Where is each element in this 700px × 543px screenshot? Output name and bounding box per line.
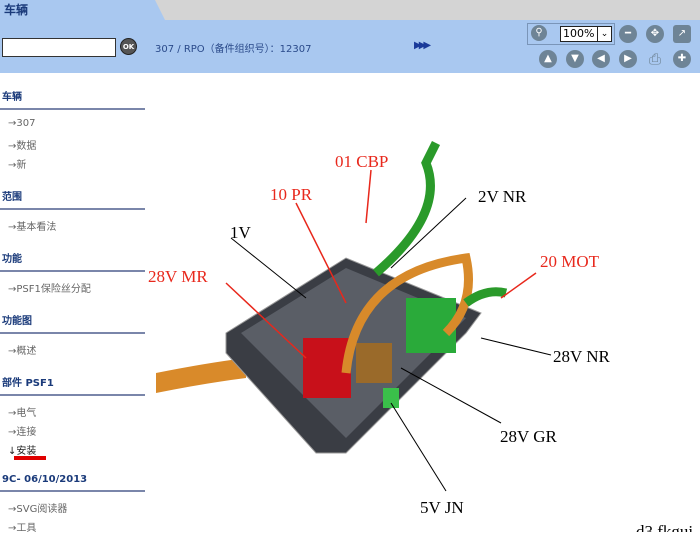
more-arrows-icon[interactable]: ▶▶▶ [414,40,431,51]
sidebar-link[interactable]: →新 [8,160,27,171]
tab-vehicle[interactable]: 车辆 [0,0,165,20]
sidebar-section-title: 范围 [0,184,145,210]
sidebar-link[interactable]: →电气 [8,408,37,419]
label-1v: 1V [230,223,252,242]
fit-screen-icon[interactable]: ✥ [646,25,664,43]
sidebar-link[interactable]: →307 [8,118,36,129]
label-5v-jn: 5V JN [420,498,464,517]
open-window-icon[interactable]: ↗ [673,25,691,43]
pan-down-icon[interactable]: ▼ [566,50,584,68]
toolbar: OK 307 / RPO（备件组织号）：12307 ▶▶▶ ⚲ 100%⌄ ━ … [0,20,700,73]
harness-green [373,140,441,277]
label-10-pr: 10 PR [270,185,313,204]
sidebar: 车辆 →307 →数据 →新范围 →基本看法功能 →PSF1保险丝分配功能图 →概述部件 P… [0,80,145,543]
zoom-value: 100% [563,27,595,40]
harness-orange [341,252,473,374]
print-icon[interactable]: ⎙ [648,50,661,68]
connector-5v-jn [383,388,399,408]
active-underline [14,456,46,460]
ok-button[interactable]: OK [120,38,137,55]
label-28v-mr: 28V MR [148,267,208,286]
sidebar-section-title: 车辆 [0,84,145,110]
sidebar-link[interactable]: →概述 [8,346,37,357]
harness-left [156,358,246,393]
pan-left-icon[interactable]: ◀ [592,50,610,68]
tab-bar: 车辆 [0,0,700,20]
search-input[interactable] [2,38,116,57]
harness-motor [463,287,508,307]
sidebar-section-title: 9C- 06/10/2013 [0,470,145,492]
sidebar-link[interactable]: →SVG阅读器 [8,504,68,515]
fuse-box-diagram: 01 CBP 10 PR 2V NR 1V 20 MOT 28V MR 28V … [148,140,693,532]
sidebar-section-title: 功能图 [0,308,145,334]
zoom-select[interactable]: 100%⌄ [560,26,612,42]
sidebar-link[interactable]: ↓安装 [0,439,145,460]
sidebar-link[interactable]: →PSF1保险丝分配 [8,284,91,295]
zoom-in-icon[interactable]: ✚ [673,50,691,68]
magnifier-icon[interactable]: ⚲ [531,25,547,41]
pan-up-icon[interactable]: ▲ [539,50,557,68]
zoom-group [527,23,615,45]
sidebar-link[interactable]: →数据 [8,141,37,152]
chevron-down-icon: ⌄ [597,27,611,41]
sidebar-link[interactable]: →工具 [8,523,37,534]
label-28v-gr: 28V GR [500,427,557,446]
sidebar-link[interactable]: →连接 [8,427,37,438]
label-01-cbp: 01 CBP [335,152,388,171]
label-20-mot: 20 MOT [540,252,600,271]
pan-right-icon[interactable]: ▶ [619,50,637,68]
sidebar-section-title: 部件 PSF1 [0,370,145,396]
label-28v-nr: 28V NR [553,347,610,366]
zoom-out-icon[interactable]: ━ [619,25,637,43]
breadcrumb: 307 / RPO（备件组织号）：12307 [155,44,312,55]
sidebar-link[interactable]: →基本看法 [8,222,57,233]
sidebar-section-title: 功能 [0,246,145,272]
diagram-footer-code: d3 fkgui [636,522,693,532]
relay-28v-gr [356,343,392,383]
label-2v-nr: 2V NR [478,187,527,206]
